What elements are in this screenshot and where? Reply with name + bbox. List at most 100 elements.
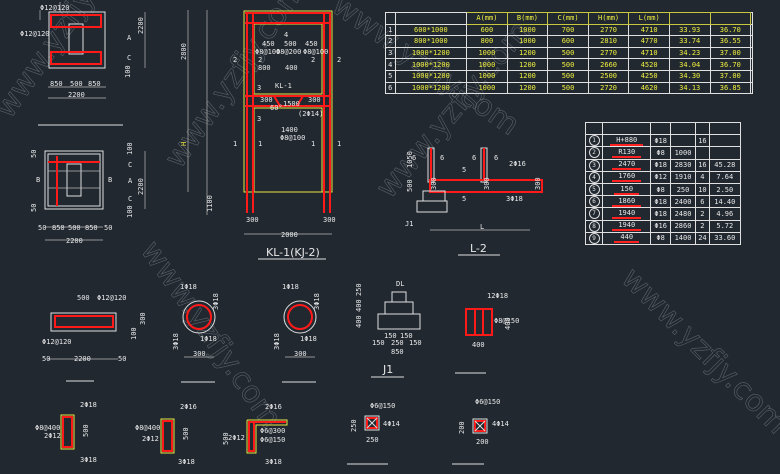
svg-text:2: 2	[258, 56, 262, 64]
table-cell: 16	[695, 134, 710, 148]
column-section-1: 1Φ18 3Φ18 1Φ18 300 3Φ18	[172, 283, 220, 383]
table-cell: 250	[669, 182, 697, 197]
svg-text:100: 100	[126, 142, 134, 155]
cell-value: Φ18	[654, 136, 667, 145]
svg-text:Φ8@150: Φ8@150	[494, 317, 519, 325]
svg-text:L-2: L-2	[470, 242, 487, 255]
cell-value: Φ8	[656, 148, 665, 157]
table-cell: 1000	[466, 46, 508, 60]
svg-text:2800: 2800	[180, 43, 188, 60]
header-cell	[750, 12, 753, 25]
svg-text:www.yzfjy.com: www.yzfjy.com	[0, 0, 143, 125]
svg-text:150: 150	[409, 339, 422, 347]
bar-number: 3	[588, 159, 600, 171]
frame-kl1-elevation: 450 500 450 Φ8@100 Φ8@200 Φ8@100 800 400…	[180, 10, 341, 260]
section-4: 12Φ18 Φ8@150 400 400	[455, 292, 519, 374]
section-5: 2Φ18 Φ8@400 2Φ12 3Φ18 500	[35, 401, 97, 464]
table-header-row	[584, 121, 742, 136]
svg-text:1Φ18: 1Φ18	[300, 335, 317, 343]
svg-text:400: 400	[355, 315, 363, 328]
table-cell: 2	[385, 35, 396, 48]
svg-text:DL: DL	[396, 280, 404, 288]
svg-text:450: 450	[262, 40, 275, 48]
bar-shape: 1860	[612, 197, 642, 207]
table-cell: 500	[547, 69, 589, 83]
cell-value: Φ18	[654, 209, 667, 218]
table-cell: 8	[584, 219, 604, 233]
svg-text:Φ6@300: Φ6@300	[260, 427, 285, 435]
table-cell: Φ8	[650, 231, 671, 245]
table-cell: 1200	[506, 58, 549, 71]
svg-text:2Φ12: 2Φ12	[142, 435, 159, 443]
svg-text:2Φ16: 2Φ16	[509, 160, 526, 168]
table-cell: 1000	[466, 69, 508, 83]
section-9: Φ6@150 4Φ14 200 200	[452, 398, 509, 465]
table-cell: 2770	[587, 46, 630, 60]
svg-text:Φ8@100: Φ8@100	[303, 48, 328, 56]
svg-text:200: 200	[458, 421, 466, 434]
svg-text:2000: 2000	[281, 231, 298, 239]
svg-text:www.yzfjy.com: www.yzfjy.com	[614, 261, 780, 441]
bar-number: 7	[588, 208, 600, 220]
table-cell: 36.70	[709, 23, 752, 37]
svg-text:500: 500	[406, 179, 414, 192]
svg-text:6: 6	[472, 154, 476, 162]
svg-text:4: 4	[284, 31, 288, 39]
bar-number: 9	[588, 232, 600, 244]
table-cell: 1400	[669, 231, 697, 245]
cell-value: 1400	[674, 234, 692, 243]
table-cell: Φ8	[650, 182, 671, 197]
svg-text:500: 500	[284, 40, 297, 48]
table-cell: 600	[466, 23, 508, 37]
table-cell: Φ18	[650, 158, 671, 172]
svg-text:3Φ18: 3Φ18	[178, 458, 195, 466]
table-cell: 500	[547, 81, 589, 95]
table-cell: 9	[584, 231, 604, 245]
svg-text:3Φ18: 3Φ18	[80, 456, 97, 464]
svg-text:2Φ16: 2Φ16	[180, 403, 197, 411]
cell-value: 14.40	[714, 197, 736, 206]
bar-shape: 150	[614, 185, 640, 195]
table-header-row: A(mm) B(mm) C(mm) H(mm) L(mm)	[385, 12, 753, 25]
svg-text:5: 5	[462, 166, 466, 174]
table-cell: 2770	[587, 23, 630, 37]
bar-shape: 440	[614, 234, 640, 244]
svg-text:250: 250	[366, 436, 379, 444]
cell-value: 16	[698, 136, 707, 145]
svg-text:B: B	[36, 176, 40, 184]
table-cell: 1	[385, 23, 396, 37]
svg-text:100: 100	[130, 327, 138, 340]
table-cell: 500	[547, 46, 589, 60]
cell-value: Φ8	[656, 185, 665, 194]
table-cell: Φ8	[650, 146, 671, 160]
table-cell: 4710	[628, 23, 670, 37]
table-cell: 2.50	[708, 182, 742, 197]
table-cell: 2	[584, 146, 604, 160]
svg-text:850: 850	[50, 80, 63, 88]
table-cell: 16	[695, 158, 710, 172]
svg-text:50: 50	[30, 150, 38, 158]
cell-value: 16	[698, 161, 707, 170]
table-cell: 2810	[587, 35, 630, 48]
svg-text:50: 50	[104, 224, 112, 232]
table-cell: 1910	[669, 170, 697, 184]
svg-text:2200: 2200	[66, 237, 83, 245]
table-cell	[669, 134, 697, 148]
svg-text:Φ6@150: Φ6@150	[370, 402, 395, 410]
bar-shape: R130	[612, 148, 642, 158]
bar-number: 5	[588, 184, 600, 196]
table-cell: 1860	[602, 195, 652, 209]
table-cell: 36.70	[709, 58, 752, 71]
svg-text:50: 50	[118, 355, 126, 363]
svg-text:H: H	[180, 142, 188, 146]
svg-text:400: 400	[504, 317, 512, 330]
svg-text:3Φ18: 3Φ18	[265, 458, 282, 466]
table-cell: 600*1000	[394, 23, 468, 37]
